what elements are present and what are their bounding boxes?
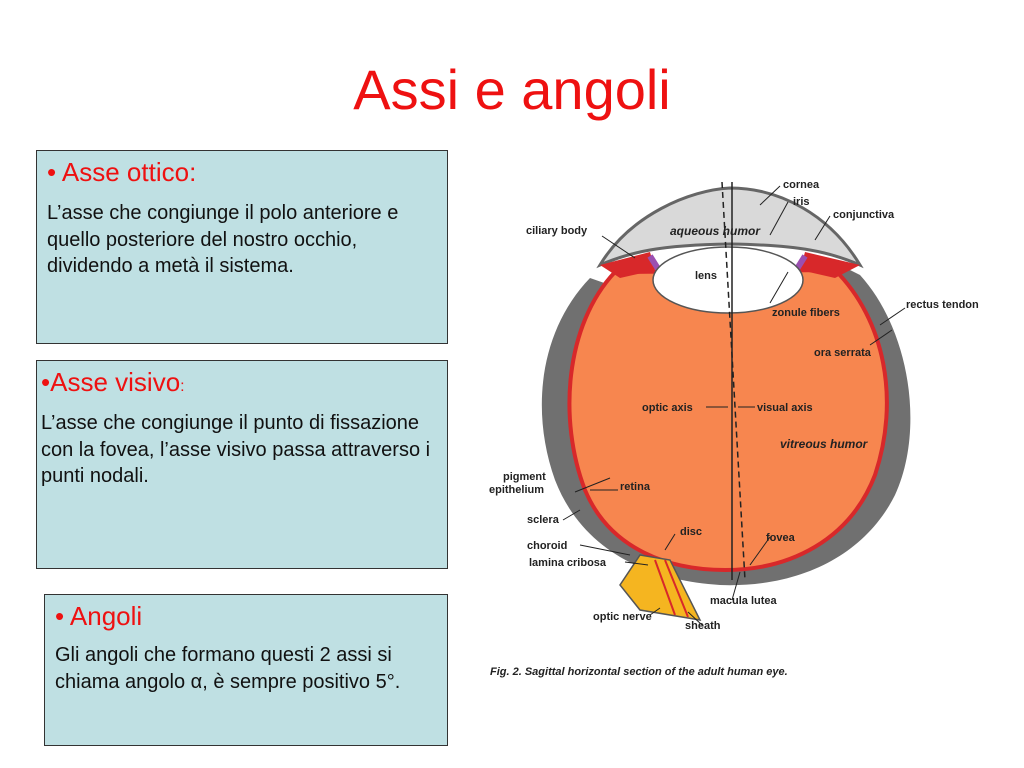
ciliary-right-shape xyxy=(800,252,860,278)
label-fovea: fovea xyxy=(766,532,796,544)
optic-nerve-fibers xyxy=(654,559,689,618)
visual-axis-heading: •Asse visivo: xyxy=(41,367,437,398)
heading-text: Asse visivo xyxy=(50,367,181,397)
optic-axis-box: • Asse ottico: L’asse che congiunge il p… xyxy=(36,150,448,344)
vitreous-shape xyxy=(567,267,889,573)
sclera-shape xyxy=(541,265,911,586)
label-ora-serrata: ora serrata xyxy=(814,347,872,359)
visual-axis-line xyxy=(721,181,746,581)
ciliary-left-shape xyxy=(600,252,655,278)
label-sclera: sclera xyxy=(527,514,560,526)
slide-title: Assi e angoli xyxy=(353,58,671,121)
label-iris: iris xyxy=(793,196,810,208)
visual-axis-box: •Asse visivo: L’asse che congiunge il pu… xyxy=(36,360,448,569)
label-ciliary-body: ciliary body xyxy=(526,225,588,237)
bullet: • xyxy=(55,601,65,631)
label-zonule-fibers: zonule fibers xyxy=(772,307,840,319)
label-choroid: choroid xyxy=(527,540,567,552)
angles-text: Gli angoli che formano questi 2 assi si … xyxy=(55,644,401,693)
angles-heading: • Angoli xyxy=(55,601,437,632)
figure-caption: Fig. 2. Sagittal horizontal section of t… xyxy=(490,666,788,678)
label-lens: lens xyxy=(695,270,717,282)
label-retina: retina xyxy=(620,481,651,493)
optic-nerve-shape xyxy=(619,554,702,621)
visual-axis-text: L’asse che congiunge il punto di fissazi… xyxy=(41,412,431,488)
bullet: • xyxy=(47,157,57,187)
label-lamina-cribosa: lamina cribosa xyxy=(529,557,607,569)
aqueous-shape xyxy=(596,186,864,269)
label-epithelium: epithelium xyxy=(489,484,544,496)
angles-box: • Angoli Gli angoli che formano questi 2… xyxy=(44,594,448,746)
label-disc: disc xyxy=(680,526,702,538)
label-macula-lutea: macula lutea xyxy=(710,595,778,607)
label-pigment: pigment xyxy=(503,471,546,483)
label-optic-nerve: optic nerve xyxy=(593,611,652,623)
label-aqueous-humor: aqueous humor xyxy=(670,224,761,238)
lens-shape xyxy=(652,246,804,314)
label-visual-axis: visual axis xyxy=(757,402,813,414)
optic-axis-heading: • Asse ottico: xyxy=(47,157,437,188)
optic-axis-text: L’asse che congiunge il polo anteriore e… xyxy=(47,202,399,278)
bullet: • xyxy=(41,367,51,397)
heading-text: Asse ottico: xyxy=(61,157,197,187)
label-cornea: cornea xyxy=(783,179,820,191)
label-sheath: sheath xyxy=(685,620,721,632)
leader-lines xyxy=(562,185,906,626)
eye-diagram: cornea iris conjunctiva ciliary body aqu… xyxy=(489,179,979,632)
label-vitreous-humor: vitreous humor xyxy=(780,437,869,451)
heading-colon: : xyxy=(180,378,185,395)
label-optic-axis: optic axis xyxy=(642,402,693,414)
heading-text: Angoli xyxy=(69,601,143,631)
label-conjunctiva: conjunctiva xyxy=(833,209,895,221)
label-rectus-tendon: rectus tendon xyxy=(906,299,979,311)
